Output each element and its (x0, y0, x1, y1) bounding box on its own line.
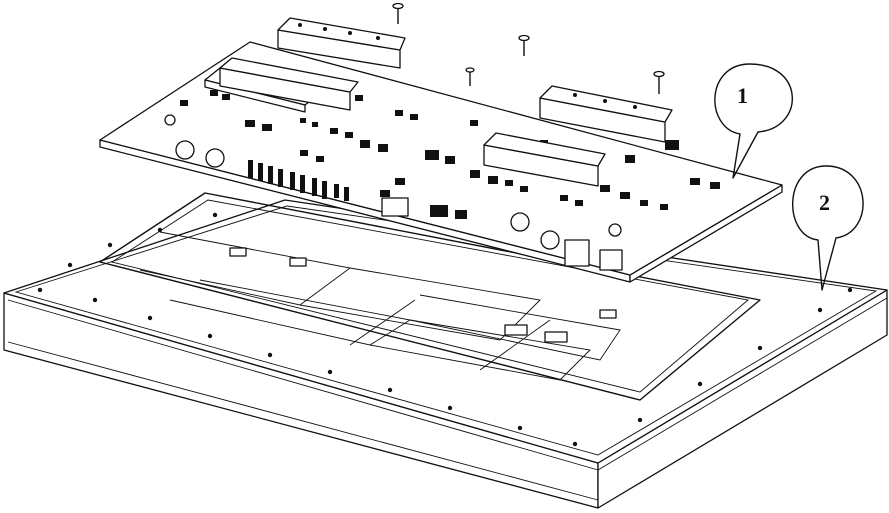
screw (392, 2, 404, 24)
callout-2-label: 2 (819, 190, 830, 215)
shield-cover-middle (219, 57, 359, 111)
callout-2: 2 (791, 165, 864, 291)
shield-cover-right (539, 85, 673, 143)
shield-cover-upper (277, 17, 406, 69)
shield-cover-front (483, 132, 606, 187)
screw (653, 70, 665, 94)
callout-1-label: 1 (737, 83, 748, 108)
callout-1: 1 (714, 63, 793, 179)
screw (518, 34, 530, 56)
housing-base (3, 199, 888, 509)
gasket-frame (99, 192, 761, 401)
screw (465, 67, 475, 86)
